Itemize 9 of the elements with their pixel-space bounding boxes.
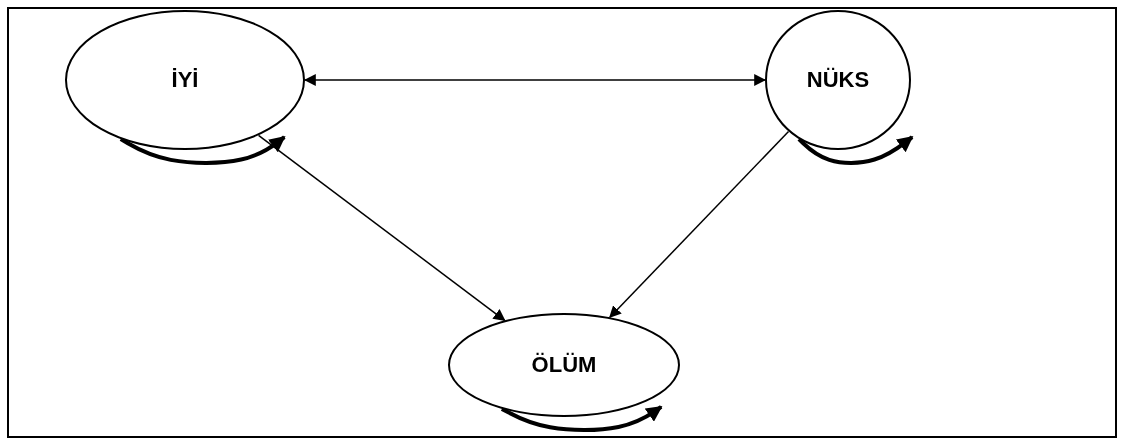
state-label: NÜKS xyxy=(806,67,870,93)
state-label: İYİ xyxy=(171,67,199,93)
self-loop-arrow xyxy=(119,135,286,165)
arrow xyxy=(303,74,767,86)
self-loop-arrow xyxy=(500,405,663,433)
arrow xyxy=(257,134,506,322)
self-loop-arrow xyxy=(797,135,914,165)
state-label: ÖLÜM xyxy=(531,352,597,378)
arrow xyxy=(609,130,790,319)
